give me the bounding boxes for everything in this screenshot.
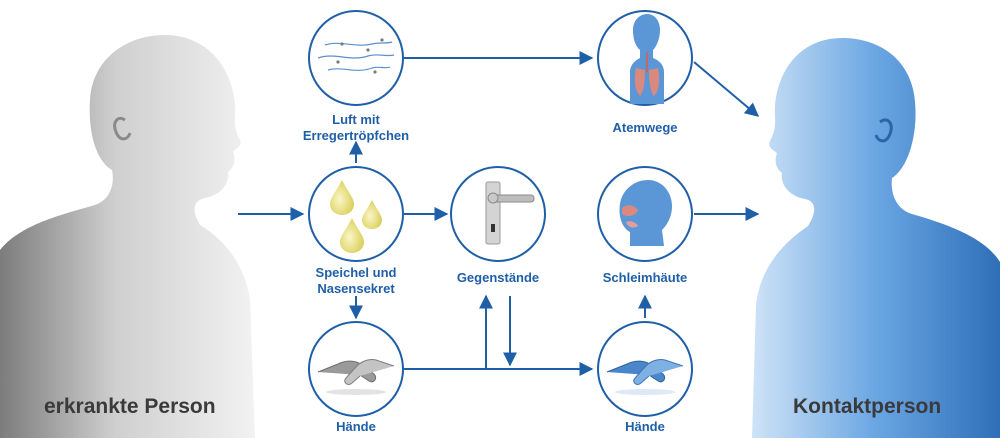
label-air-line2: Erregertröpfchen: [302, 128, 410, 143]
label-mucosa: Schleimhäute: [602, 270, 688, 285]
flow-arrows: [238, 51, 760, 376]
label-saliva-line1: Speichel und: [315, 265, 397, 280]
contact-person-figure: [752, 38, 1000, 438]
node-objects: [450, 166, 546, 262]
aerosol-droplets-icon: [317, 38, 395, 74]
respiratory-tract-icon: [630, 14, 664, 104]
label-objects: Gegenstände: [456, 270, 540, 285]
label-saliva: Speichel und Nasensekret: [296, 265, 416, 297]
head-mucosa-icon: [619, 180, 672, 246]
label-hands-right: Hände: [625, 419, 665, 434]
handshake-icon: [317, 359, 395, 395]
handshake-icon: [606, 359, 684, 395]
label-saliva-line2: Nasensekret: [317, 281, 395, 296]
label-air: Luft mit Erregertröpfchen: [296, 112, 416, 144]
node-hands-left: [308, 321, 404, 417]
saliva-drops-icon: [330, 180, 382, 253]
door-handle-icon: [485, 181, 535, 245]
label-hands-left: Hände: [336, 419, 376, 434]
label-contact-person: Kontaktperson: [793, 395, 942, 418]
node-hands-right: [597, 321, 693, 417]
label-infected-person: erkrankte Person: [44, 395, 216, 418]
arrow-airways-to-contact: [693, 61, 760, 117]
label-airways: Atemwege: [612, 120, 678, 135]
label-air-line1: Luft mit: [332, 112, 380, 127]
node-saliva: [308, 166, 404, 262]
infected-person-figure: [0, 35, 255, 438]
node-mucosa: [597, 166, 693, 262]
node-airways: [597, 10, 693, 106]
node-air: [308, 10, 404, 106]
